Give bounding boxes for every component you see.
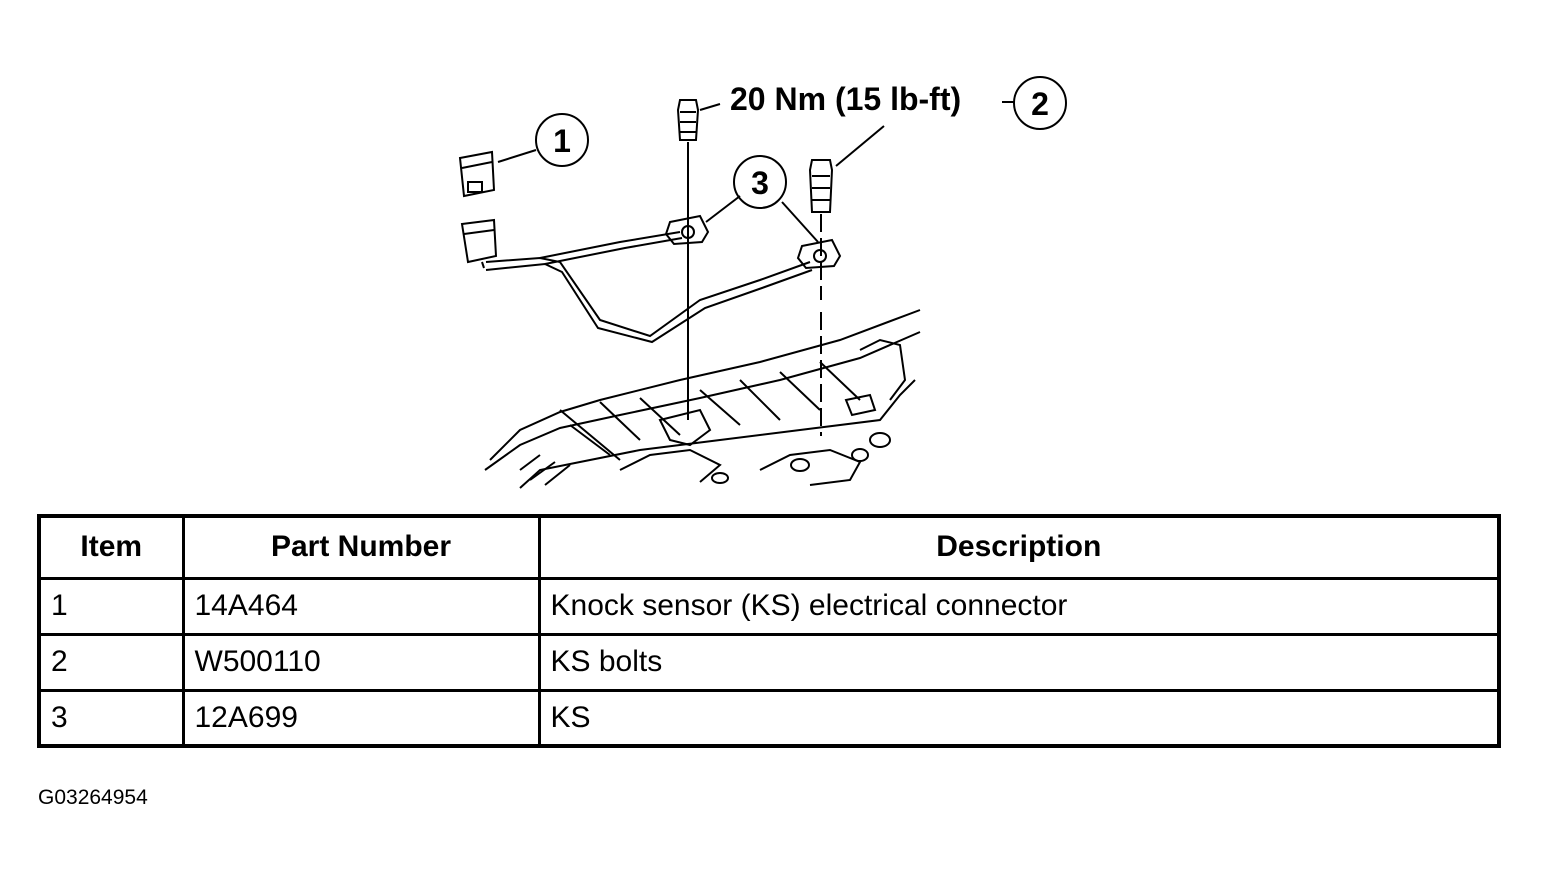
bolt-right-drawing (808, 159, 834, 436)
cell-part-number: 12A699 (181, 688, 541, 748)
callout-label-2: 2 (1031, 86, 1049, 122)
table-row: 2 W500110 KS bolts (37, 632, 1501, 692)
table-header-row: Item Part Number Description (37, 514, 1501, 580)
parts-table: Item Part Number Description 1 14A464 Kn… (37, 514, 1501, 748)
bolt-left-drawing (676, 99, 700, 420)
torque-spec-label: 20 Nm (15 lb-ft) (730, 81, 961, 117)
cell-description: Knock sensor (KS) electrical connector (537, 576, 1501, 636)
callout-label-1: 1 (553, 123, 571, 159)
connector-drawing (458, 150, 498, 269)
figure-id: G03264954 (38, 786, 148, 809)
table-row: 3 12A699 KS (37, 688, 1501, 748)
header-item: Item (37, 514, 185, 580)
cell-item: 2 (37, 632, 185, 692)
knock-sensor-illustration: 1 2 3 20 Nm (15 lb-ft) (458, 76, 1067, 489)
cell-description: KS bolts (537, 632, 1501, 692)
table-row: 1 14A464 Knock sensor (KS) electrical co… (37, 576, 1501, 636)
cell-item: 3 (37, 688, 185, 748)
callout-circle-3 (733, 155, 787, 209)
cell-part-number: W500110 (181, 632, 541, 692)
header-part-number: Part Number (181, 514, 541, 580)
callout-circle-2 (1013, 76, 1067, 130)
wiring-harness-drawing (485, 231, 813, 344)
cell-part-number: 14A464 (181, 576, 541, 636)
callout-circle-1 (535, 113, 589, 167)
cell-description: KS (537, 688, 1501, 748)
callout-label-3: 3 (751, 165, 769, 201)
engine-block-drawing (484, 309, 921, 489)
header-description: Description (537, 514, 1501, 580)
callout-leaders (497, 101, 1014, 243)
cell-item: 1 (37, 576, 185, 636)
